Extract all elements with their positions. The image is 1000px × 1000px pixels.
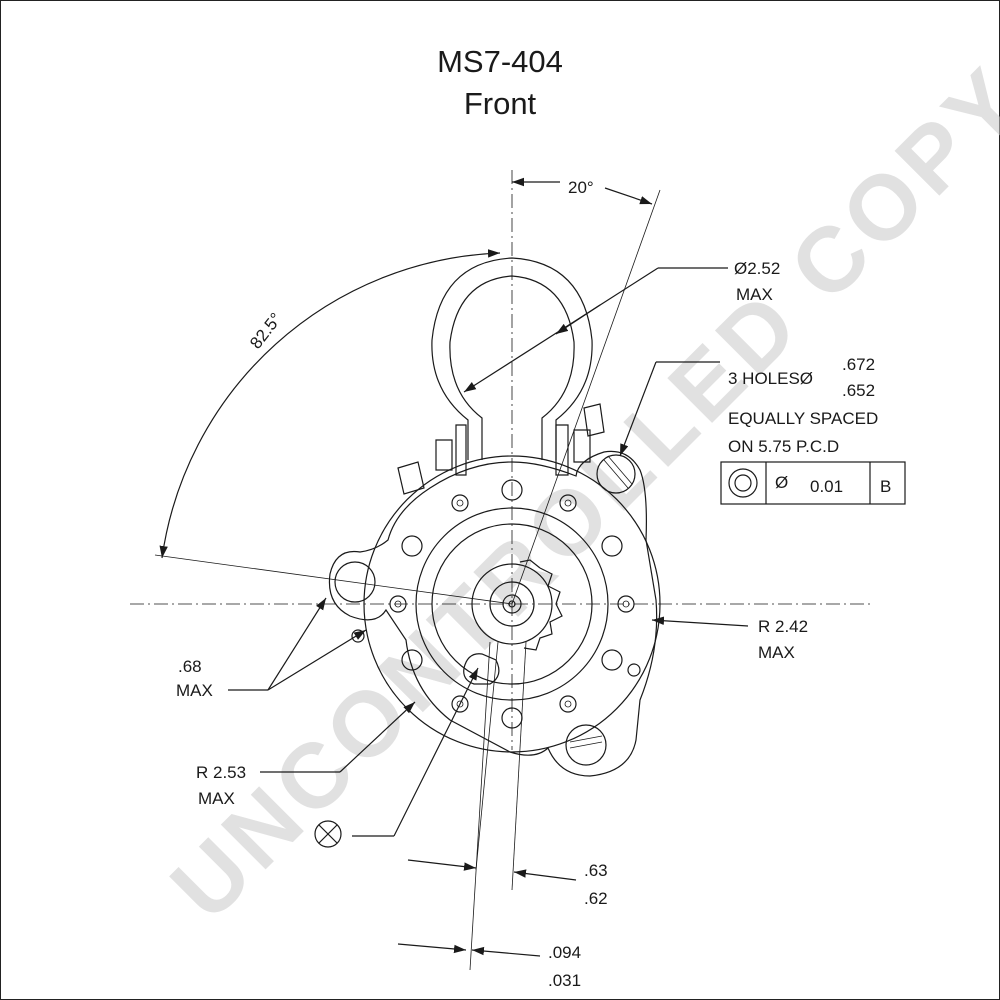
holes-label: 3 HOLESØ xyxy=(728,369,813,388)
d-094-lower: .031 xyxy=(548,971,581,990)
d-63-lower: .62 xyxy=(584,889,608,908)
position-symbol-icon xyxy=(728,468,758,498)
feature-control-frame xyxy=(720,461,906,505)
angle-82-5-arc xyxy=(159,249,501,559)
d-63-upper: .63 xyxy=(584,861,608,880)
part-number: MS7-404 xyxy=(437,44,563,79)
fcf-tolerance: 0.01 xyxy=(810,477,843,496)
holes-note-spacing: EQUALLY SPACED xyxy=(728,409,878,428)
starter-body xyxy=(328,257,661,777)
dimension-leaders xyxy=(228,267,749,971)
center-lines xyxy=(130,170,870,750)
angle-20-dimension xyxy=(512,177,653,205)
holes-upper-tol: .672 xyxy=(842,355,875,374)
d-68-max: MAX xyxy=(176,681,213,700)
cross-circle-icon xyxy=(314,820,342,848)
fcf-datum: B xyxy=(880,477,891,496)
d-094-upper: .094 xyxy=(548,943,581,962)
angle-82-5-label: 82.5° xyxy=(246,309,286,352)
d-68-label: .68 xyxy=(178,657,202,676)
r-2-53-max: MAX xyxy=(198,789,235,808)
view-label: Front xyxy=(464,86,537,121)
r-2-42-max: MAX xyxy=(758,643,795,662)
dia-2-52-max: MAX xyxy=(736,285,773,304)
holes-lower-tol: .652 xyxy=(842,381,875,400)
r-2-42-label: R 2.42 xyxy=(758,617,808,636)
dia-2-52-label: Ø2.52 xyxy=(734,259,780,278)
fcf-dia-symbol: Ø xyxy=(775,473,788,492)
angle-20-label: 20° xyxy=(568,178,594,197)
holes-note-pcd: ON 5.75 P.C.D xyxy=(728,437,839,456)
r-2-53-label: R 2.53 xyxy=(196,763,246,782)
